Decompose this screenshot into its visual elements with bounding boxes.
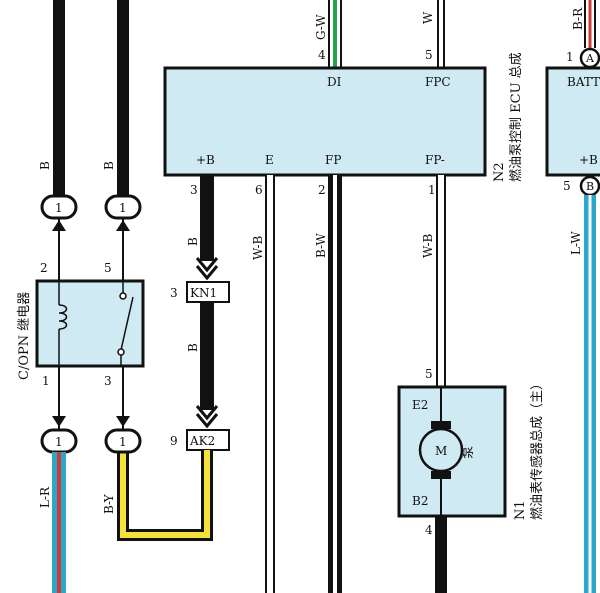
wire-e-wb-inner: [267, 175, 273, 593]
ecu-pin-fp: FP: [325, 153, 341, 167]
connector-a-label: A: [585, 52, 595, 65]
junction-ak2-label: AK2: [189, 434, 215, 448]
junction-kn1-pin: 3: [170, 286, 178, 300]
wire-gw-green: [333, 0, 337, 68]
wire-br-red: [588, 0, 592, 48]
pin-num-1: 1: [428, 183, 436, 197]
pump-e2: E2: [412, 398, 428, 412]
label-b-left: B: [38, 161, 52, 170]
label-bw-fp: B-W: [314, 233, 328, 258]
label-b-mid: B: [102, 161, 116, 170]
connector-2-num: 1: [119, 201, 127, 215]
wire-lw-white: [588, 195, 592, 593]
relay-pin3: 3: [104, 374, 112, 388]
ecu-pin-di: DI: [327, 75, 342, 89]
label-b-kn: B: [186, 237, 200, 246]
pump-ref: N1: [513, 500, 528, 520]
pin-num-5-pump: 5: [425, 367, 433, 381]
right-unit-batt: BATT: [567, 75, 600, 89]
wire-by: [117, 450, 213, 541]
wire-fpm-wb-inner: [438, 175, 444, 387]
wire-b-mid-top: [117, 0, 129, 196]
ecu-pin-fpm: FP-: [425, 153, 445, 167]
wire-b-left-top: [53, 0, 65, 196]
wire-lr-red: [57, 452, 61, 593]
relay-pin1: 1: [42, 374, 50, 388]
kn1-arrow: [195, 257, 219, 273]
connector-3: 1: [40, 428, 78, 454]
label-gw: G-W: [314, 14, 328, 40]
pin-num-2: 2: [318, 183, 326, 197]
ecu-name: 燃油泵控制 ECU 总成: [508, 52, 524, 182]
ecu-pin-fpc: FPC: [425, 75, 451, 89]
ecu-ref: N2: [492, 162, 507, 182]
wire-fp-bw-inner: [333, 175, 337, 593]
ak2-arrow: [195, 405, 219, 421]
motor-brush-bot: [431, 471, 451, 479]
connector-3-num: 1: [55, 435, 63, 449]
label-lw: L-W: [569, 231, 583, 255]
pump-pin-4: 4: [425, 523, 433, 537]
pin-num-6: 6: [255, 183, 263, 197]
ecu-box: [163, 66, 487, 177]
junction-kn1-label: KN1: [190, 286, 217, 300]
arrow-down-2: [116, 416, 130, 427]
label-br: B-R: [571, 7, 585, 30]
arrow-up-1: [52, 220, 66, 231]
pump-b2: B2: [412, 494, 428, 508]
label-w: W: [421, 11, 435, 24]
label-b-mid2: B: [186, 343, 200, 352]
relay-contact-bot: [117, 348, 125, 356]
label-wb-e: W-B: [251, 235, 265, 260]
right-pin-1: 1: [566, 50, 574, 64]
ak2-arrow-2: [195, 413, 219, 429]
pin-num-4: 4: [318, 48, 326, 62]
connector-b-label: B: [586, 180, 594, 193]
pump-box: [397, 385, 507, 518]
ecu-pin-b: +B: [196, 153, 215, 167]
arrow-down-1: [52, 416, 66, 427]
connector-4: 1: [104, 428, 142, 454]
right-unit-box: [545, 66, 600, 177]
relay-switch-arm: [120, 296, 134, 351]
motor-brush-top: [431, 421, 451, 429]
wire-by-yellow: [120, 450, 210, 538]
wire-pump-bottom: [435, 516, 447, 593]
kn1-arrow-2: [195, 265, 219, 281]
pin-num-5: 5: [425, 48, 433, 62]
pump-name: 燃油表传感器总成（主）: [529, 377, 545, 520]
right-unit-plusb: +B: [579, 153, 598, 167]
relay-pin5: 5: [104, 261, 112, 275]
motor-label: M: [435, 444, 447, 458]
wire-w-top-inner: [439, 0, 443, 68]
junction-ak2-pin: 9: [170, 434, 178, 448]
relay-pin2: 2: [40, 261, 48, 275]
relay-name: C/OPN 继电器: [17, 292, 32, 380]
connector-2: 1: [104, 194, 142, 220]
right-pin-5: 5: [563, 179, 571, 193]
label-lr: L-R: [38, 486, 52, 508]
connector-a: A: [579, 47, 600, 69]
motor-icon: [418, 427, 464, 473]
ecu-pin-e: E: [265, 153, 274, 167]
pin-num-3: 3: [190, 183, 198, 197]
relay-contact-top: [119, 292, 127, 300]
wire-b-to-kn1: [200, 175, 214, 261]
relay-coil: [58, 304, 68, 330]
connector-4-num: 1: [119, 435, 127, 449]
label-by: B-Y: [102, 493, 116, 514]
arrow-up-2: [116, 220, 130, 231]
connector-b: B: [579, 175, 600, 197]
pump-label: 泵: [461, 446, 476, 459]
label-wb-fpm: W-B: [421, 233, 435, 258]
connector-1-num: 1: [55, 201, 63, 215]
connector-1: 1: [40, 194, 78, 220]
wire-kn1-to-ak2: [200, 302, 214, 410]
